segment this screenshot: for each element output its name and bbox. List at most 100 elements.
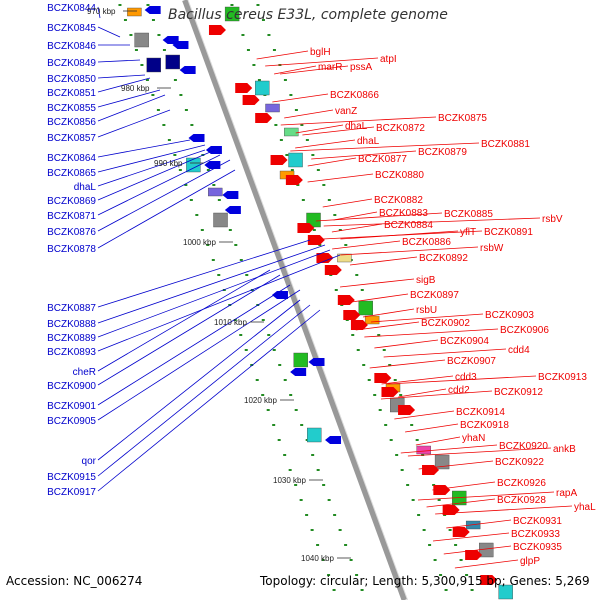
- ruler-dot: [151, 19, 155, 21]
- ruler-dot: [327, 499, 331, 501]
- ruler-dot: [399, 394, 403, 396]
- reverse-gene-label: BCZK0917: [47, 487, 96, 498]
- label-connector: [383, 348, 507, 358]
- gene-block: [306, 212, 321, 228]
- reverse-gene-label: BCZK0846: [47, 41, 96, 52]
- ruler-dot: [321, 559, 325, 561]
- ruler-dot: [245, 274, 249, 276]
- ruler-dot: [300, 124, 304, 126]
- forward-gene-label: sigB: [416, 275, 436, 286]
- ruler-dot: [178, 169, 182, 171]
- label-connector: [256, 50, 309, 60]
- forward-gene-label: BCZK0907: [447, 356, 496, 367]
- label-connector: [97, 6, 101, 19]
- ruler-dot: [167, 139, 171, 141]
- label-connector: [97, 299, 301, 461]
- ruler-dot: [444, 589, 448, 591]
- ruler-dot: [355, 574, 359, 576]
- ruler-dot: [327, 199, 331, 201]
- gene-block: [134, 32, 149, 48]
- ruler-dot: [439, 574, 443, 576]
- forward-gene-label: BCZK0913: [538, 372, 587, 383]
- gene-block: [165, 54, 180, 70]
- forward-gene-label: cdd4: [508, 345, 530, 356]
- reverse-gene-label: BCZK0849: [47, 58, 96, 69]
- ruler-dot: [279, 139, 283, 141]
- label-connector: [97, 139, 191, 158]
- ruler-dot: [206, 169, 210, 171]
- label-connector: [302, 126, 375, 136]
- forward-gene-label: marR: [318, 62, 342, 73]
- ruler-dot: [465, 574, 469, 576]
- ruler-dot: [200, 229, 204, 231]
- gene-arrow-reverse: [179, 66, 196, 74]
- label-connector: [426, 498, 496, 508]
- reverse-gene-label: BCZK0887: [47, 303, 96, 314]
- ruler-dot: [377, 334, 381, 336]
- ruler-label: 1010 kbp: [214, 318, 247, 327]
- gene-block: [265, 103, 280, 113]
- ruler-dot: [344, 244, 348, 246]
- gene-block: [293, 352, 308, 368]
- label-connector: [432, 532, 510, 542]
- ruler-dot: [459, 559, 463, 561]
- ruler-dot: [288, 469, 292, 471]
- gene-arrow-forward: [297, 223, 315, 233]
- gene-arrow-forward: [255, 113, 273, 123]
- ruler-dot: [230, 4, 234, 6]
- label-connector: [97, 89, 161, 108]
- ruler-dot: [356, 349, 360, 351]
- ruler-label: 1040 kbp: [301, 554, 334, 563]
- label-connector: [400, 444, 498, 454]
- label-connector: [97, 59, 141, 63]
- forward-gene-label: BCZK0933: [511, 529, 560, 540]
- reverse-gene-label: BCZK0889: [47, 333, 96, 344]
- label-connector: [295, 124, 344, 134]
- ruler-dot: [411, 499, 415, 501]
- forward-gene-label: cdd3: [455, 372, 477, 383]
- backbone-highlight: [187, 0, 409, 600]
- forward-gene-label: BCZK0918: [460, 420, 509, 431]
- ruler-dot: [195, 214, 199, 216]
- reverse-gene-label: BCZK0871: [47, 211, 96, 222]
- ruler-dot: [211, 259, 215, 261]
- forward-gene-label: glpP: [520, 556, 540, 567]
- ruler-dot: [378, 409, 382, 411]
- gene-arrow-forward: [374, 373, 392, 383]
- ruler-dot: [145, 79, 149, 81]
- label-connector: [443, 545, 512, 555]
- ruler-dot: [257, 79, 261, 81]
- gene-block: [358, 300, 373, 316]
- reverse-gene-label: BCZK0900: [47, 381, 96, 392]
- ruler-dot: [388, 364, 392, 366]
- ruler-dot: [415, 439, 419, 441]
- label-connector: [97, 77, 151, 93]
- accession-text: Accession: NC_006274: [6, 574, 143, 588]
- ruler-dot: [344, 544, 348, 546]
- gene-arrow-forward: [337, 295, 355, 305]
- forward-gene-label: BCZK0883: [379, 208, 428, 219]
- forward-gene-label: BCZK0879: [418, 147, 467, 158]
- label-connector: [290, 142, 480, 152]
- ruler-dot: [241, 34, 245, 36]
- forward-gene-label: BCZK0906: [500, 325, 549, 336]
- ruler-dot: [400, 469, 404, 471]
- label-connector: [323, 217, 541, 227]
- ruler-dot: [228, 229, 232, 231]
- label-connector: [432, 481, 496, 491]
- label-connector: [97, 149, 216, 201]
- forward-gene-label: BCZK0931: [513, 516, 562, 527]
- ruler-dot: [349, 559, 353, 561]
- gene-block: [364, 315, 380, 325]
- label-connector: [97, 144, 206, 173]
- reverse-gene-label: BCZK0878: [47, 244, 96, 255]
- ruler-dot: [294, 484, 298, 486]
- ruler-dot: [437, 499, 441, 501]
- label-connectors: [97, 6, 573, 569]
- ruler-dot: [278, 364, 282, 366]
- label-connector: [97, 274, 281, 386]
- forward-gene-label: yhaN: [462, 433, 485, 444]
- forward-gene-label: BCZK0880: [375, 170, 424, 181]
- label-connector: [97, 26, 121, 38]
- gene-block: [307, 427, 322, 443]
